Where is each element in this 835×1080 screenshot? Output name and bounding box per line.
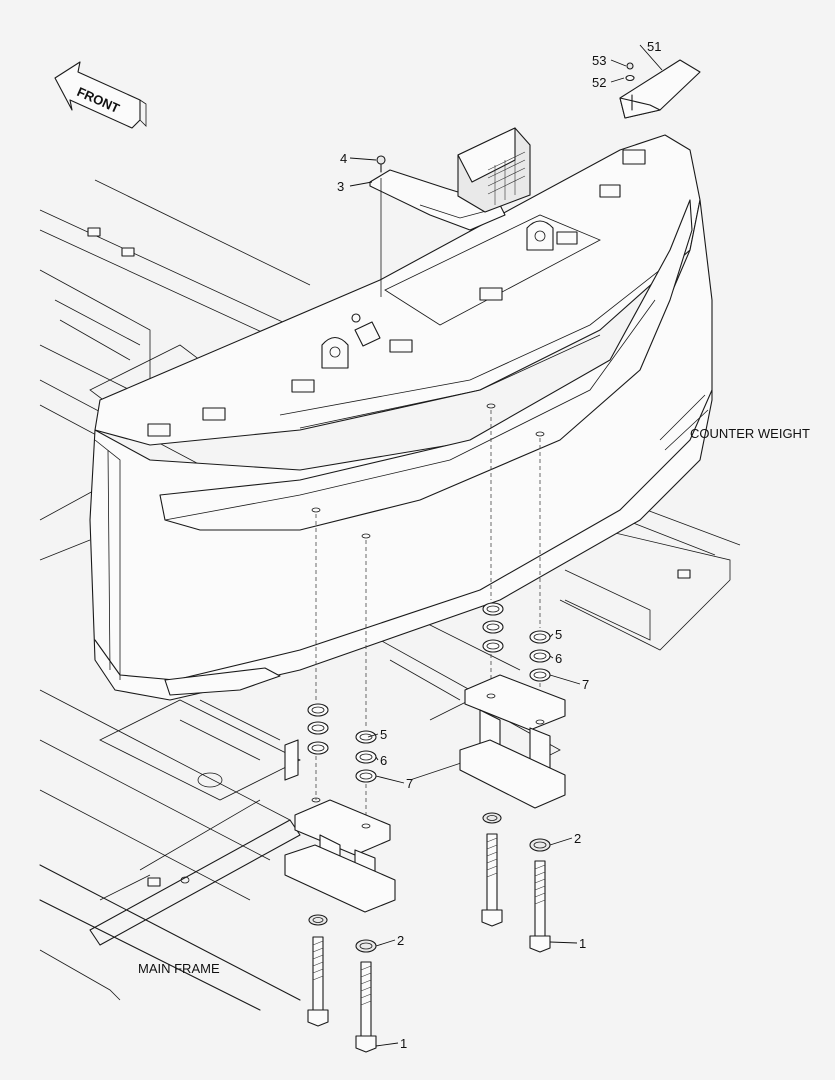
mount-stack-left-1 — [307, 514, 329, 800]
bolt-right-1 — [481, 812, 503, 927]
callout-2-right: 2 — [574, 831, 581, 846]
lamp-bracket — [369, 127, 531, 231]
callout-2-left: 2 — [397, 933, 404, 948]
callout-5-right: 5 — [555, 627, 562, 642]
caption-main-frame: MAIN FRAME — [138, 961, 220, 976]
callout-7-right: 7 — [582, 677, 589, 692]
bolt-left-1 — [307, 914, 329, 1027]
callout-6-left: 6 — [380, 753, 387, 768]
caption-counter-weight: COUNTER WEIGHT — [690, 426, 810, 441]
callout-6-right: 6 — [555, 651, 562, 666]
leader-lines — [349, 44, 663, 1047]
lifting-eye — [321, 220, 554, 369]
callout-3: 3 — [337, 179, 344, 194]
callout-1-left: 1 — [400, 1036, 407, 1051]
callout-51: 51 — [647, 39, 661, 54]
mount-block-left — [284, 739, 396, 913]
counter-weight — [89, 134, 713, 701]
main-frame — [39, 179, 741, 1011]
mount-stack-right-1 — [482, 410, 504, 695]
callout-7-left: 7 — [406, 776, 413, 791]
callout-52: 52 — [592, 75, 606, 90]
mount-block-right — [459, 674, 566, 809]
bolt-left-2 — [355, 939, 377, 1053]
mount-stack-left-2 — [355, 540, 377, 825]
callout-4: 4 — [340, 151, 347, 166]
callout-1-right: 1 — [579, 936, 586, 951]
front-arrow-icon: FRONT — [54, 61, 147, 129]
screw-4 — [376, 155, 386, 297]
bracket-51 — [619, 59, 701, 119]
callout-numbers: 4 3 51 53 52 5 6 7 5 6 7 2 2 1 1 — [337, 39, 661, 1051]
bolt-right-2 — [529, 838, 551, 953]
callout-53: 53 — [592, 53, 606, 68]
callout-5-left: 5 — [380, 727, 387, 742]
